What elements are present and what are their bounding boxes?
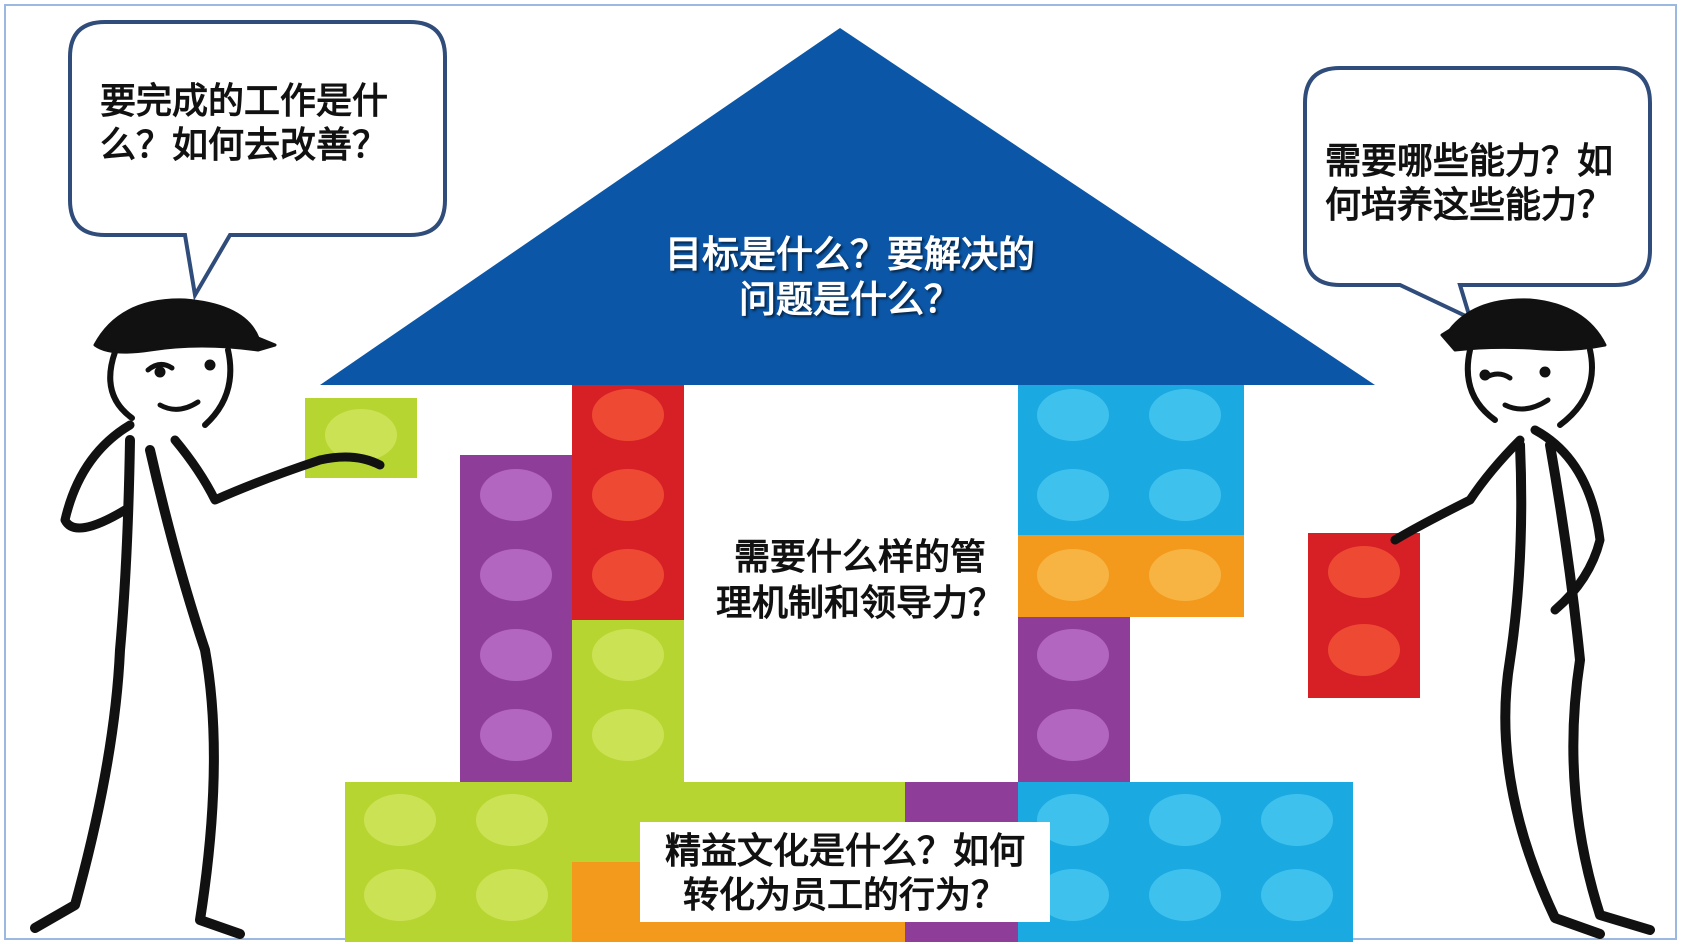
lego-brick	[1018, 385, 1244, 535]
lego-brick	[1308, 533, 1420, 698]
house-roof	[320, 28, 1375, 385]
lego-brick	[572, 620, 684, 785]
lego-brick	[460, 455, 572, 785]
roof-text: 目标是什么？要解决的 问题是什么？	[620, 232, 1080, 322]
lego-brick	[572, 385, 684, 620]
bubble-left-line2: 么？如何去改善？	[100, 125, 389, 166]
center-line2: 理机制和领导力？	[715, 583, 1004, 624]
bubble-right-line1: 需要哪些能力？如	[1325, 141, 1614, 182]
base-line1: 精益文化是什么？如何	[664, 831, 1025, 872]
center-text: 需要什么样的管 理机制和领导力？	[690, 535, 1030, 627]
bubble-right-text: 需要哪些能力？如 何培养这些能力？	[1325, 140, 1635, 228]
center-line1: 需要什么样的管	[733, 537, 986, 578]
bubble-left-line1: 要完成的工作是什	[100, 81, 389, 122]
base-text: 精益文化是什么？如何 转化为员工的行为？	[640, 822, 1050, 922]
lego-brick	[1018, 617, 1130, 785]
speech-bubble-left	[68, 20, 447, 301]
lego-brick	[305, 398, 417, 478]
stick-figure-right	[1390, 298, 1655, 939]
bubble-right-line2: 何培养这些能力？	[1325, 185, 1614, 226]
speech-bubble-right	[1303, 66, 1652, 322]
lego-brick	[1018, 535, 1244, 617]
stick-figure-left	[30, 298, 385, 939]
roof-line2: 问题是什么？	[739, 278, 961, 321]
base-line2: 转化为员工的行为？	[682, 875, 1007, 916]
roof-line1: 目标是什么？要解决的	[665, 233, 1035, 276]
lego-brick	[1018, 782, 1353, 942]
bubble-left-text: 要完成的工作是什 么？如何去改善？	[100, 80, 430, 168]
